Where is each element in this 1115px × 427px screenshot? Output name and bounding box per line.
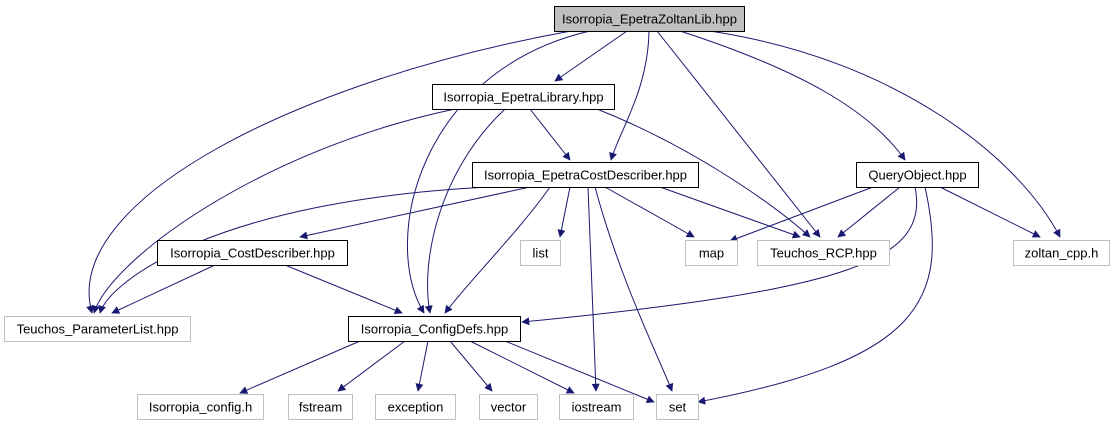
- node-fstream: fstream: [288, 394, 353, 420]
- node-label-cfg: Isorropia_ConfigDefs.hpp: [361, 322, 508, 337]
- node-root[interactable]: Isorropia_EpetraZoltanLib.hpp: [554, 6, 745, 32]
- node-map: map: [685, 240, 738, 266]
- node-box-qo: [856, 162, 979, 188]
- edge-qo-to-set: [697, 186, 933, 405]
- node-box-vector: [479, 394, 538, 420]
- node-iostream: iostream: [559, 394, 634, 420]
- node-label-zoltan: zoltan_cpp.h: [1025, 246, 1099, 261]
- node-box-lib: [432, 84, 615, 110]
- node-label-lib: Isorropia_EpetraLibrary.hpp: [443, 90, 603, 105]
- node-box-cfg: [348, 316, 521, 342]
- edge-ecd-to-rcp: [659, 186, 801, 239]
- edge-cd-to-cfg: [284, 264, 403, 314]
- node-label-iconfig: Isorropia_config.h: [149, 400, 252, 415]
- node-label-rcp: Teuchos_RCP.hpp: [770, 246, 877, 261]
- node-box-map: [685, 240, 738, 266]
- node-label-cd: Isorropia_CostDescriber.hpp: [170, 246, 335, 261]
- node-box-ecd: [472, 162, 699, 188]
- edge-ecd-to-map: [604, 186, 695, 238]
- node-box-iconfig: [137, 394, 264, 420]
- edge-root-to-lib: [554, 30, 628, 82]
- edge-cd-to-pl: [111, 264, 216, 314]
- edge-lib-to-pl: [92, 108, 456, 314]
- node-box-list: [520, 240, 561, 266]
- node-box-iostream: [559, 394, 634, 420]
- node-label-iostream: iostream: [572, 400, 622, 415]
- node-label-fstream: fstream: [299, 400, 342, 415]
- edge-root-to-cfg: [406, 30, 591, 314]
- edge-root-to-zoltan: [709, 30, 1061, 238]
- edge-ecd-to-cfg: [444, 186, 551, 314]
- node-label-exception: exception: [388, 400, 444, 415]
- node-qo[interactable]: QueryObject.hpp: [856, 162, 979, 188]
- node-box-exception: [375, 394, 456, 420]
- node-box-cd: [157, 240, 348, 266]
- edge-lib-to-cfg: [424, 108, 506, 314]
- node-rcp: Teuchos_RCP.hpp: [757, 240, 890, 266]
- edge-root-to-qo: [679, 30, 906, 161]
- node-cfg[interactable]: Isorropia_ConfigDefs.hpp: [348, 316, 521, 342]
- node-ecd[interactable]: Isorropia_EpetraCostDescriber.hpp: [472, 162, 699, 188]
- edge-ecd-to-cd: [299, 186, 531, 240]
- edge-lib-to-ecd: [529, 108, 571, 161]
- node-label-list: list: [533, 246, 549, 261]
- node-box-fstream: [288, 394, 353, 420]
- edge-qo-to-zoltan: [939, 186, 1041, 238]
- edge-root-to-rcp: [656, 30, 821, 238]
- edge-cfg-to-set: [504, 340, 655, 403]
- node-label-pl: Teuchos_ParameterList.hpp: [17, 322, 179, 337]
- node-label-vector: vector: [491, 400, 527, 415]
- node-label-map: map: [699, 246, 724, 261]
- edge-root-to-ecd: [609, 30, 650, 161]
- edge-qo-to-cfg: [521, 186, 918, 326]
- edge-root-to-pl: [86, 30, 572, 314]
- node-cd[interactable]: Isorropia_CostDescriber.hpp: [157, 240, 348, 266]
- node-label-ecd: Isorropia_EpetraCostDescriber.hpp: [484, 168, 687, 183]
- edge-ecd-to-list: [557, 186, 571, 238]
- edge-ecd-to-set: [594, 186, 674, 392]
- edge-cfg-to-exception: [415, 340, 429, 392]
- node-zoltan: zoltan_cpp.h: [1013, 240, 1110, 266]
- node-label-qo: QueryObject.hpp: [868, 168, 966, 183]
- node-box-set: [656, 394, 699, 420]
- edge-ecd-to-iostream: [587, 186, 600, 392]
- nodes-layer: Isorropia_EpetraZoltanLib.hppIsorropia_E…: [4, 6, 1110, 420]
- node-box-root: [554, 6, 745, 32]
- node-iconfig: Isorropia_config.h: [137, 394, 264, 420]
- node-exception: exception: [375, 394, 456, 420]
- edge-cfg-to-vector: [449, 340, 493, 392]
- edge-cfg-to-fstream: [337, 340, 406, 392]
- node-vector: vector: [479, 394, 538, 420]
- node-lib[interactable]: Isorropia_EpetraLibrary.hpp: [432, 84, 615, 110]
- edge-cfg-to-iconfig: [239, 340, 361, 394]
- node-label-root: Isorropia_EpetraZoltanLib.hpp: [562, 12, 737, 27]
- edge-qo-to-rcp: [837, 186, 901, 238]
- node-box-rcp: [757, 240, 890, 266]
- edge-lib-to-rcp: [596, 108, 811, 238]
- node-pl: Teuchos_ParameterList.hpp: [4, 316, 191, 342]
- edge-cfg-to-iostream: [469, 340, 575, 394]
- node-label-set: set: [669, 400, 687, 415]
- node-box-zoltan: [1013, 240, 1110, 266]
- edge-qo-to-map: [729, 186, 874, 243]
- node-list: list: [520, 240, 561, 266]
- node-box-pl: [4, 316, 191, 342]
- node-set: set: [656, 394, 699, 420]
